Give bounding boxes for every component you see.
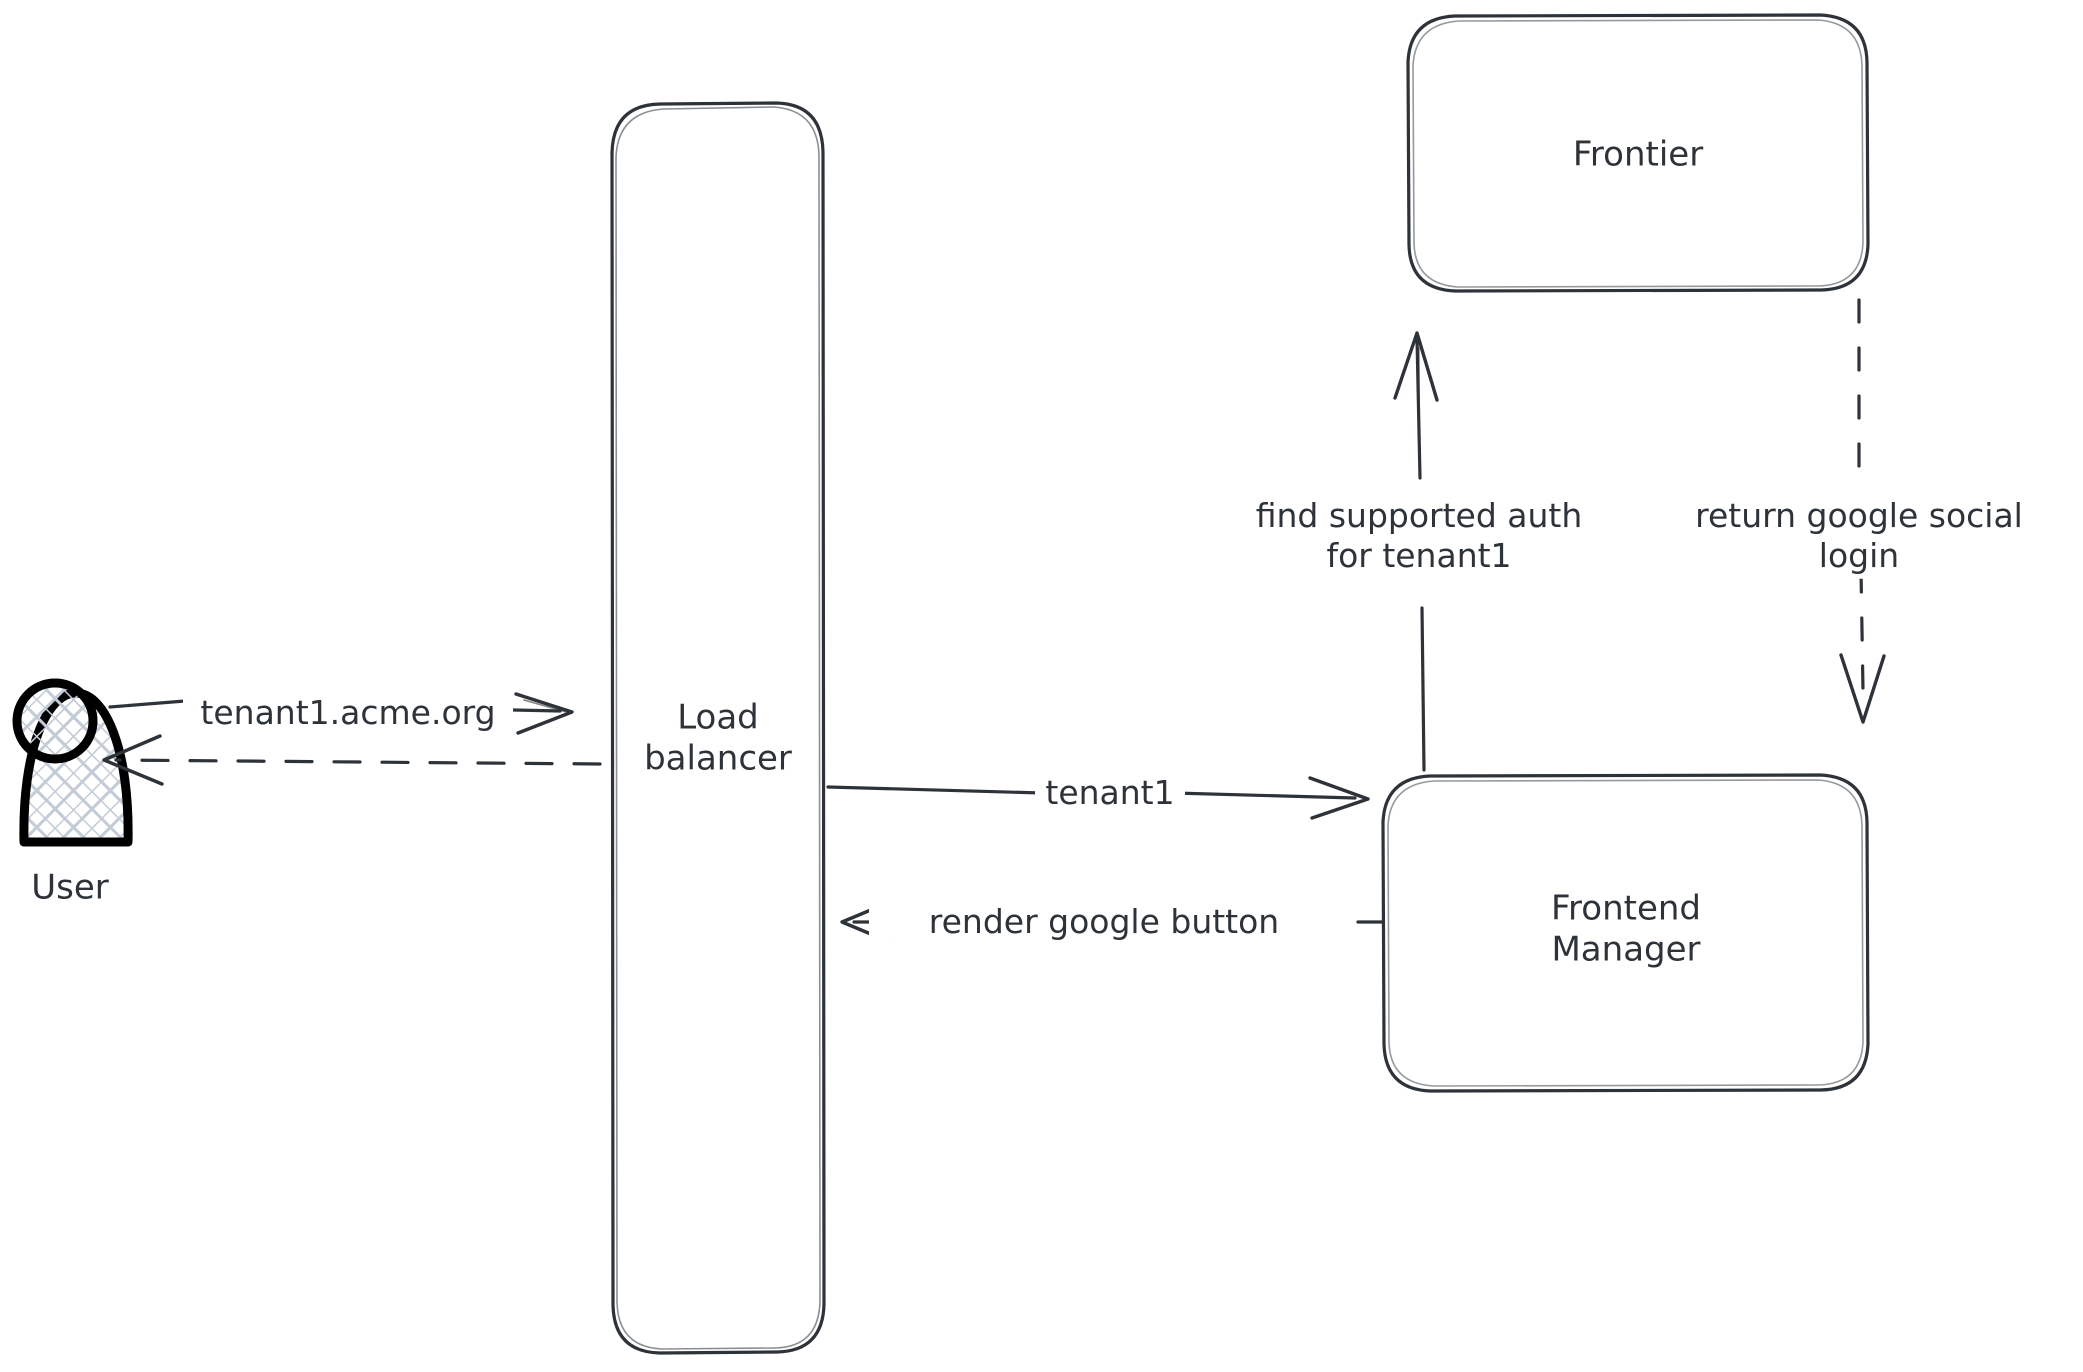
edge-frontier-to-frontend-manager — [1839, 298, 1886, 724]
node-frontend-manager[interactable] — [1381, 773, 1870, 1093]
node-load-balancer[interactable] — [610, 101, 826, 1355]
edge-frontend-manager-to-frontier — [1393, 331, 1439, 772]
edge-user-to-load-balancer — [108, 692, 574, 735]
edge-frontend-manager-to-load-balancer — [840, 900, 1384, 944]
person-icon — [12, 678, 133, 847]
edge-load-balancer-to-frontend-manager — [826, 776, 1370, 820]
node-frontier[interactable] — [1406, 13, 1870, 293]
edge-load-balancer-to-user — [102, 734, 602, 786]
